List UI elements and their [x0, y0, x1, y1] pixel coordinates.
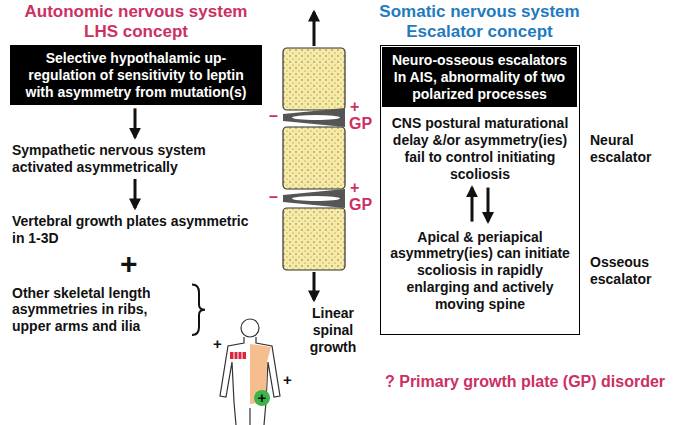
sign: + — [350, 178, 359, 197]
down-arrow — [487, 188, 490, 222]
figure-plus: + — [283, 372, 292, 388]
black-box: Selective hypothalamic up-regulation of … — [10, 45, 262, 105]
flow-arrow — [134, 179, 137, 208]
gp-label: GP — [349, 195, 372, 214]
gp-label: GP — [349, 114, 372, 133]
heading: Somatic nervous system — [372, 2, 587, 22]
figure-plus: + — [213, 336, 222, 352]
growth-label: Linear spinal growth — [290, 305, 376, 355]
spine — [283, 12, 345, 300]
outline-box: CNS postural maturational delay &/or asy… — [380, 45, 580, 335]
box-text: Apical & periapical asymmetry(ies) can i… — [387, 229, 573, 313]
plus-sign: + — [120, 249, 138, 279]
human-figure — [220, 319, 280, 425]
sign: + — [350, 97, 359, 116]
step-text: Other skeletal length asymmetries in rib… — [12, 285, 190, 335]
black-box: Neuro-osseous escalators In AIS, abnorma… — [382, 47, 577, 107]
brace — [192, 285, 205, 335]
figure-plus: + — [256, 390, 268, 406]
step-text: Vertebral growth plates asymmetric in 1-… — [12, 213, 262, 247]
side-label: Neural escalator — [590, 132, 682, 166]
sign: – — [269, 187, 278, 206]
box-text: Selective hypothalamic up-regulation of … — [16, 50, 256, 100]
heading: Escalator concept — [372, 22, 587, 42]
up-arrow — [471, 188, 474, 222]
side-label: Osseous escalator — [590, 254, 682, 288]
box-text: Neuro-osseous escalators In AIS, abnorma… — [388, 52, 571, 102]
heading: Autonomic nervous system — [10, 2, 262, 22]
flow-arrow — [134, 108, 137, 137]
heading: LHS concept — [10, 22, 262, 42]
step-text: Sympathetic nervous system activated asy… — [12, 142, 262, 176]
note: ? Primary growth plate (GP) disorder — [385, 372, 675, 391]
sign: – — [269, 106, 278, 125]
box-text: CNS postural maturational delay &/or asy… — [387, 115, 573, 182]
